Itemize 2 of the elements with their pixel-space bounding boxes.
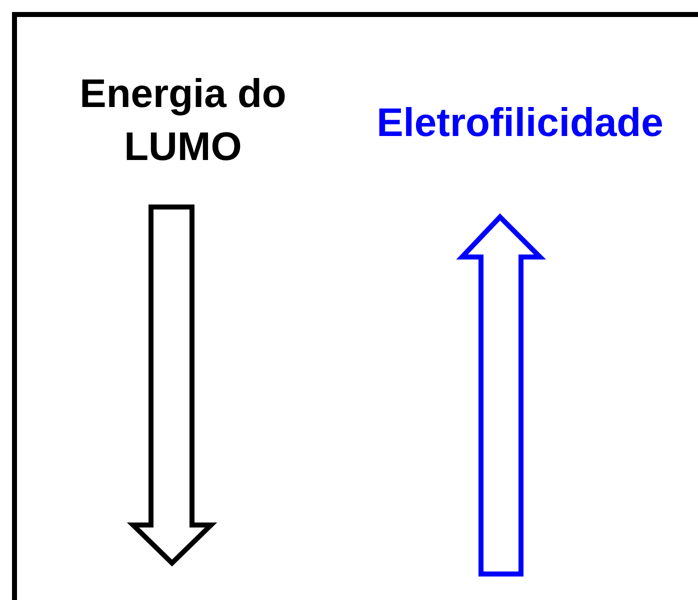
axis-label: Energia do LUMO	[78, 71, 288, 171]
axis-label: Eletrofilicidade	[376, 100, 664, 147]
